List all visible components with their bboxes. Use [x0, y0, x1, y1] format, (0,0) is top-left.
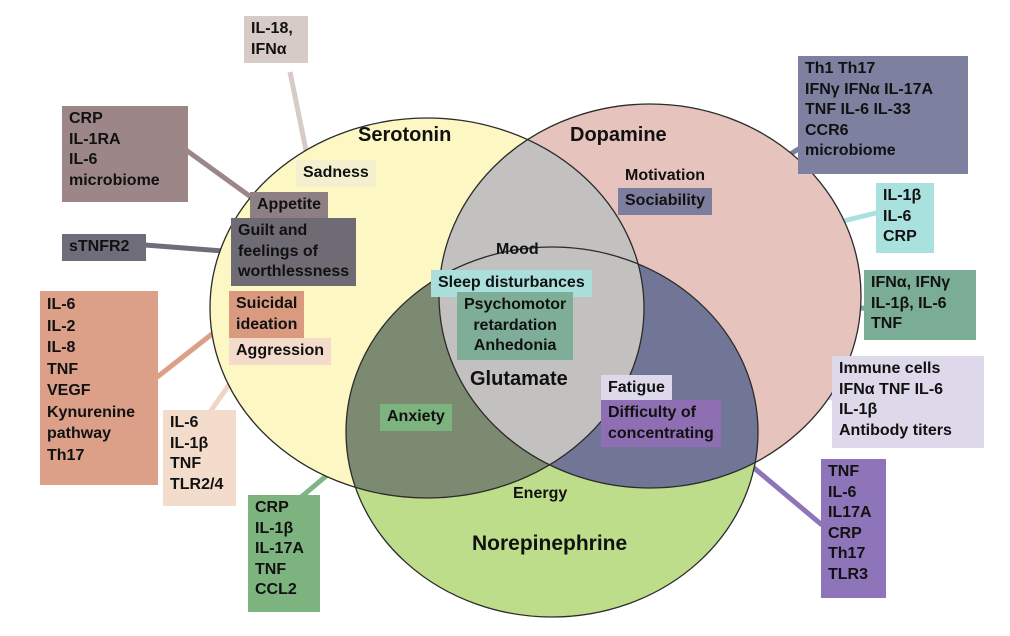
- concentrating-line: Difficulty of: [608, 404, 696, 421]
- psychomotor-line: Anhedonia: [473, 337, 557, 354]
- factor-item: IL17A: [828, 504, 872, 521]
- factor-item: CRP: [828, 524, 862, 542]
- factor-item: TLR2/4: [170, 475, 224, 493]
- connector-il18: [287, 71, 311, 161]
- factor-box-il6-tlr: IL-6 IL-1β TNF TLR2/4: [163, 410, 236, 506]
- factor-item: microbiome: [69, 171, 160, 189]
- norepinephrine-label: Norepinephrine: [472, 532, 628, 555]
- factor-item: IL-1β: [255, 519, 294, 537]
- factor-item: Th17: [828, 545, 866, 562]
- triple-overlap: [439, 247, 644, 488]
- factor-box-crp-ccl2: CRP IL-1β IL-17A TNF CCL2: [248, 495, 320, 612]
- suicidal-ideation-box: Suicidal ideation: [229, 291, 305, 338]
- concentrating-box: Difficulty of concentrating: [601, 400, 721, 447]
- guilt-line: Guilt and: [238, 222, 308, 239]
- factor-item: TNF IL-6 IL-33: [805, 101, 911, 118]
- mood-label: Mood: [496, 241, 539, 258]
- factor-item: TLR3: [828, 565, 868, 583]
- factor-item: IL-1β, IL-6: [871, 294, 947, 312]
- factor-box-il1b-crp: IL-1β IL-6 CRP: [876, 183, 934, 253]
- factor-box-il6-list: IL-6 IL-2 IL-8 TNF VEGF Kynurenine pathw…: [40, 291, 158, 485]
- connector-crp-il1ra: [184, 147, 257, 203]
- guilt-box: Guilt and feelings of worthlessness: [231, 218, 357, 286]
- factor-item: IL-17A: [255, 540, 304, 557]
- factor-item: TNF: [255, 560, 287, 578]
- factor-item: IFNα TNF IL-6: [839, 380, 944, 398]
- factor-item: IL-6: [828, 483, 857, 501]
- factor-item: Kynurenine: [47, 403, 136, 421]
- glutamate-label: Glutamate: [470, 368, 568, 390]
- factor-box-crp-il1ra: CRP IL-1RA IL-6 microbiome: [62, 106, 188, 202]
- factor-item: IL-18,: [251, 20, 293, 37]
- factor-item: pathway: [47, 425, 112, 442]
- factor-item: IL-6: [170, 414, 199, 431]
- aggression-box: Aggression: [229, 338, 332, 365]
- psychomotor-line: Psychomotor: [464, 296, 567, 313]
- factor-item: IFNα: [251, 40, 287, 58]
- dopamine-label: Dopamine: [570, 124, 667, 146]
- factor-item: IL-8: [47, 339, 76, 356]
- norepinephrine-outline: [345, 246, 759, 618]
- factor-item: Antibody titers: [839, 421, 952, 439]
- factor-item: IL-6: [69, 151, 98, 168]
- energy-label: Energy: [513, 485, 568, 502]
- factor-box-immune: Immune cells IFNα TNF IL-6 IL-1β Antibod…: [832, 356, 984, 448]
- factor-item: CCL2: [255, 581, 297, 598]
- factor-item: IL-1RA: [69, 130, 121, 148]
- factor-item: CRP: [255, 499, 289, 516]
- factor-item: IL-1β: [839, 401, 878, 418]
- suicidal-line: Suicidal: [236, 295, 298, 312]
- guilt-line: feelings of: [238, 242, 319, 260]
- factor-item: CCR6: [805, 121, 849, 139]
- sociability-box: Sociability: [618, 188, 713, 215]
- serotonin-outline: [209, 117, 645, 499]
- factor-item: CRP: [883, 228, 917, 245]
- psychomotor-line: retardation: [473, 316, 557, 334]
- factor-item: TNF: [871, 315, 903, 332]
- factor-item: CRP: [69, 110, 103, 127]
- factor-item: IL-6: [883, 207, 912, 225]
- factor-item: IFNγ IFNα IL-17A: [805, 80, 934, 98]
- factor-item: IL-2: [47, 317, 76, 335]
- factor-item: TNF: [47, 360, 79, 378]
- factor-item: IL-6: [47, 296, 76, 313]
- factor-item: IFNα, IFNγ: [871, 274, 951, 291]
- factor-item: sTNFR2: [69, 238, 130, 255]
- serotonin-label: Serotonin: [358, 124, 452, 146]
- factor-item: Th1 Th17: [805, 60, 876, 77]
- motivation-label: Motivation: [625, 167, 705, 184]
- factor-box-il18: IL-18, IFNα: [244, 16, 308, 63]
- factor-box-tnf-tlr3: TNF IL-6 IL17A CRP Th17 TLR3: [821, 459, 886, 598]
- suicidal-line: ideation: [236, 315, 298, 333]
- factor-item: Immune cells: [839, 360, 941, 377]
- factor-item: Th17: [47, 446, 85, 464]
- factor-item: TNF: [170, 455, 202, 472]
- concentrating-line: concentrating: [608, 424, 714, 442]
- sadness-box: Sadness: [296, 160, 376, 187]
- factor-box-stnfr2: sTNFR2: [62, 234, 146, 261]
- fatigue-box: Fatigue: [601, 375, 672, 402]
- appetite-box: Appetite: [250, 192, 328, 219]
- factor-box-th1: Th1 Th17 IFNγ IFNα IL-17A TNF IL-6 IL-33…: [798, 56, 968, 174]
- factor-item: IL-1β: [883, 187, 922, 204]
- factor-item: microbiome: [805, 142, 896, 159]
- factor-item: IL-1β: [170, 434, 209, 452]
- guilt-line: worthlessness: [238, 263, 350, 280]
- anxiety-box: Anxiety: [380, 404, 452, 431]
- psychomotor-box: Psychomotor retardation Anhedonia: [457, 292, 574, 360]
- factor-box-ifn: IFNα, IFNγ IL-1β, IL-6 TNF: [864, 270, 976, 340]
- factor-item: VEGF: [47, 382, 91, 399]
- factor-item: TNF: [828, 463, 860, 480]
